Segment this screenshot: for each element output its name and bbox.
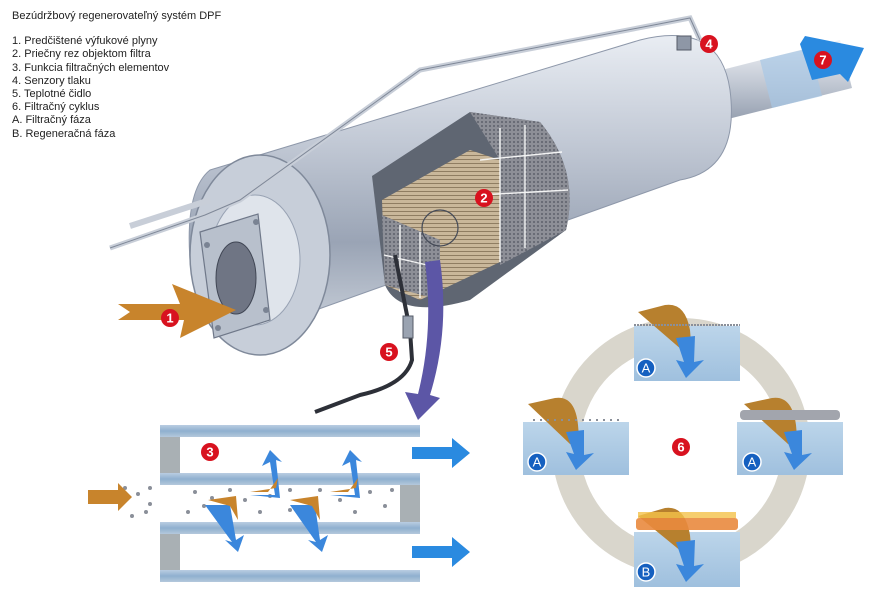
svg-text:B: B: [642, 565, 651, 580]
badge-6: 6: [672, 438, 690, 456]
legend-item-b: B. Regeneračná fáza: [12, 127, 116, 140]
exhaust-down-arrow: [405, 260, 444, 420]
pressure-sensor-fitting: [676, 35, 692, 51]
legend-item-2: 2. Priečny rez objektom filtra: [12, 48, 151, 61]
cycle-phase-top: [634, 304, 740, 381]
wall-flow-soot: [330, 478, 358, 492]
channel-plate: [160, 425, 420, 437]
inlet-opening: [215, 241, 257, 315]
svg-text:A: A: [642, 361, 651, 376]
channel-plug: [400, 485, 420, 522]
detail-circle: [421, 209, 459, 247]
dpf-canister: [109, 15, 852, 420]
svg-text:2: 2: [480, 191, 487, 206]
legend-item-4: 4. Senzory tlaku: [12, 74, 91, 87]
wall-flow-soot: [250, 478, 278, 492]
svg-text:5: 5: [385, 345, 392, 360]
flange-bolt: [253, 219, 259, 225]
channel-plate: [160, 570, 420, 582]
channel-outlet-arrow: [412, 537, 470, 567]
filter-front-mesh: [382, 215, 440, 300]
filter-cycle-diagram: [523, 304, 843, 587]
exhaust-inlet-arrow: [118, 284, 236, 338]
svg-text:1: 1: [166, 311, 173, 326]
channel-outlet-arrow: [412, 438, 470, 468]
badge-7: 7: [814, 51, 832, 69]
badge-4: 4: [700, 35, 718, 53]
svg-text:A: A: [533, 455, 542, 470]
legend-item-3: 3. Funkcia filtračných elementov: [12, 61, 170, 74]
filter-channel-diagram: [88, 425, 470, 582]
exhaust-outlet-arrow: [800, 36, 864, 82]
flange-bolt: [204, 242, 210, 248]
badge-3: 3: [201, 443, 219, 461]
wall-flow-soot: [290, 496, 320, 520]
pressure-line-edge: [109, 17, 701, 249]
svg-text:3: 3: [206, 445, 213, 460]
temperature-sensor-cable: [314, 254, 415, 414]
wall-flow-arrow: [205, 505, 244, 552]
temperature-sensor: [402, 315, 414, 339]
diagram-title: Bezúdržbový regenerovateľný systém DPF: [12, 10, 222, 22]
wall-flow-arrow: [290, 505, 328, 552]
legend: Bezúdržbový regenerovateľný systém DPF 1…: [12, 10, 221, 141]
legend-item-6: 6. Filtračný cyklus: [12, 101, 100, 114]
phase-badge-top: A: [636, 358, 656, 378]
legend-item-1: 1. Predčištené výfukové plyny: [12, 35, 158, 48]
wall-flow-soot: [208, 496, 238, 520]
svg-text:7: 7: [819, 53, 826, 68]
channel-plate: [160, 473, 420, 485]
channel-inlet-arrow: [88, 483, 132, 511]
mesh-grid: [383, 125, 569, 298]
sensor-pipe: [129, 197, 211, 229]
cycle-phase-bottom: [634, 507, 740, 587]
channel-plug: [160, 534, 180, 570]
badge-1: 1: [161, 309, 179, 327]
filter-end-mesh: [470, 112, 570, 265]
legend-item-5: 5. Teplotné čidlo: [12, 88, 92, 101]
phase-badge-left: A: [527, 452, 547, 472]
channel-plate: [160, 522, 420, 534]
channel-plug: [160, 437, 180, 473]
svg-text:6: 6: [677, 440, 684, 455]
phase-badge-bottom: B: [636, 562, 656, 582]
phase-badge-right: A: [742, 452, 762, 472]
flange-bolt: [263, 307, 269, 313]
flange-bolt: [215, 325, 221, 331]
badge-2: 2: [475, 189, 493, 207]
svg-text:A: A: [748, 455, 757, 470]
svg-text:4: 4: [705, 37, 713, 52]
badge-5: 5: [380, 343, 398, 361]
legend-item-a: A. Filtračný fáza: [12, 114, 91, 127]
